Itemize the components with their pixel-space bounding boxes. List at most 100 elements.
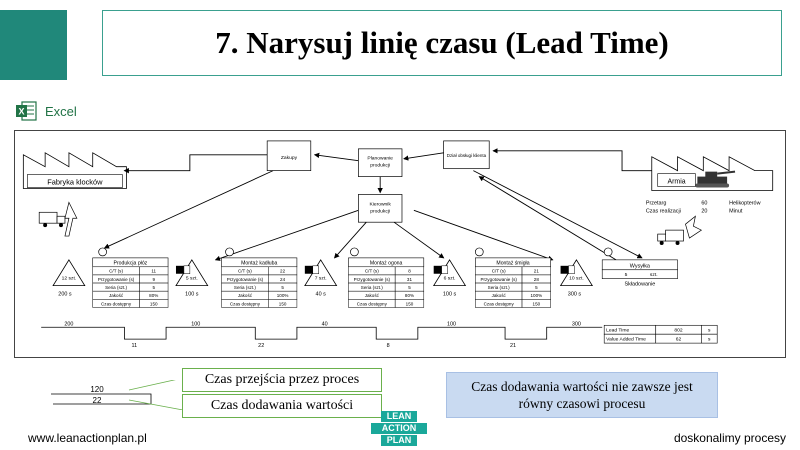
timeline-bottom-4: 21 (510, 343, 516, 349)
information-flow-lines (103, 148, 652, 261)
process-cell-label: Jakość (109, 293, 124, 298)
truck-icon-customer (657, 215, 703, 245)
inventory-time-3: 40 s (316, 292, 327, 298)
slide-title-box: 7. Narysuj linię czasu (Lead Time) (102, 10, 782, 76)
customer-info-label-2: Czas realizacji (646, 208, 681, 214)
tank-icon (695, 170, 736, 188)
slide-title: 7. Narysuj linię czasu (Lead Time) (215, 25, 669, 60)
timeline-top-1: 200 (64, 321, 73, 327)
process-cell-label: Jakość (238, 293, 253, 298)
timeline-top-5: 300 (572, 321, 581, 327)
push-arrows (175, 265, 575, 274)
process-cell-label: Czas dostępny (230, 301, 261, 306)
planowanie-label-line-1: Planowanie (367, 156, 393, 162)
zakupy-label: Zakupy (281, 155, 298, 161)
footer-tagline: doskonalimy procesy (673, 431, 786, 445)
inventory-qty-4: 6 szt. (444, 276, 456, 282)
timeline-top-2: 100 (191, 321, 200, 327)
summary-label-1: Lead Time (606, 328, 629, 334)
process-cell-value: 150 (279, 301, 287, 306)
process-name-3: Montaż ogona (370, 260, 403, 266)
customer-info-unit-2: Minut (729, 208, 743, 214)
logo-line-1: LEAN (381, 411, 417, 422)
process-cell-value: 31 (407, 277, 413, 282)
process-cell-value: 21 (534, 269, 540, 274)
summary-unit-2: s (708, 338, 711, 343)
svg-text:X: X (18, 107, 24, 117)
process-cell-value: 80% (405, 293, 414, 298)
process-cell-value: 5 (281, 285, 284, 290)
planowanie-box (358, 148, 403, 177)
process-cell-label: C/T (s) (365, 269, 379, 274)
accent-bar (0, 10, 67, 80)
process-cell-value: 5 (535, 285, 538, 290)
process-cell-value: 80% (149, 293, 158, 298)
process-cell-label: Seria (szt.) (488, 285, 510, 290)
timeline-bottom-3: 8 (387, 343, 390, 349)
process-cell-value: 9 (152, 277, 155, 282)
summary-unit-1: s (708, 329, 711, 334)
timeline-bottom-2: 22 (258, 343, 264, 349)
callout-lead-time: Czas przejścia przez proces (182, 368, 382, 392)
process-cell-label: Przygotowanie (s) (354, 277, 391, 282)
dzial-label: Dział obsługi klienta (447, 153, 487, 158)
kierownik-label-line-2: produkcji (370, 208, 390, 214)
summary-value-2: 62 (676, 337, 682, 343)
summary-label-2: Value Added Time (606, 337, 646, 343)
process-cell-value-box (394, 299, 425, 308)
process-cell-value-box (268, 299, 298, 308)
mini-timeline: 120 22 (51, 380, 184, 410)
kierownik-box (358, 194, 403, 223)
callout-value-added-text: Czas dodawania wartości (210, 398, 354, 413)
note-box: Czas dodawania wartości nie zawsze jest … (446, 372, 718, 418)
process-cell-value: 100% (277, 293, 289, 298)
footer-website-link[interactable]: www.leanactionplan.pl (28, 431, 147, 445)
process-name-2: Montaż kadłuba (241, 260, 277, 266)
excel-icon: X (16, 101, 37, 121)
lean-action-plan-logo: LEAN ACTION PLAN (367, 411, 431, 447)
truck-icon-supplier (38, 201, 78, 237)
process-cell-value: 22 (280, 269, 286, 274)
kierownik-label-line-1: Kierownik (369, 201, 391, 207)
inventory-qty-2: 5 szt. (186, 276, 198, 282)
process-cell-label: Jakość (492, 293, 507, 298)
process-name-1: Produkcja płóz (114, 260, 148, 266)
process-cell-value: 11 (151, 269, 156, 274)
customer-info-value-1: 60 (701, 200, 707, 206)
process-cell-value-box (139, 299, 169, 308)
dzial-box (443, 140, 490, 170)
callout-value-added: Czas dodawania wartości (182, 394, 382, 418)
shipping-name: Wysyłka (630, 263, 651, 269)
process-cell-label: C/T (s) (238, 269, 252, 274)
timeline-top-3: 40 (322, 321, 328, 327)
supplier-name: Fabryka klocków (47, 178, 103, 187)
process-cell-label: Czas dostępny (357, 301, 388, 306)
process-cell-label: Seria (szt.) (105, 285, 127, 290)
inventory-triangle-1 (52, 259, 86, 287)
process-cell-value: 24 (280, 277, 286, 282)
customer-info-value-2: 20 (701, 208, 707, 214)
customer-info-label-1: Przetarg (646, 200, 667, 206)
inventory-qty-5: 10 szt. (569, 276, 584, 282)
process-cell-label: Czas dostępny (101, 301, 132, 306)
timeline-line (41, 326, 603, 340)
process-cell-value: 5 (152, 285, 155, 290)
process-cell-value: 150 (150, 301, 158, 306)
timeline-bottom-1: 11 (132, 343, 138, 349)
customer-label-box (657, 173, 696, 187)
zakupy-box (266, 140, 312, 171)
value-stream-map: Fabryka klocków Armia Przetarg 60 Heliko… (14, 130, 786, 358)
process-cell-label: Przygotowanie (s) (98, 277, 135, 282)
mini-timeline-bottom: 22 (93, 396, 102, 405)
process-cell-label: C/T (s) (492, 269, 506, 274)
excel-label: Excel (45, 104, 77, 119)
logo-line-3: PLAN (381, 435, 417, 446)
process-cell-label: Seria (szt.) (361, 285, 383, 290)
inventory-time-2: 100 s (185, 292, 199, 298)
shipping-sub: Składowanie (624, 282, 655, 288)
process-cell-value: 5 (408, 285, 411, 290)
process-cell-label: Seria (szt.) (234, 285, 256, 290)
shipping-row (601, 269, 678, 279)
process-cell-label: C/T (s) (109, 269, 123, 274)
